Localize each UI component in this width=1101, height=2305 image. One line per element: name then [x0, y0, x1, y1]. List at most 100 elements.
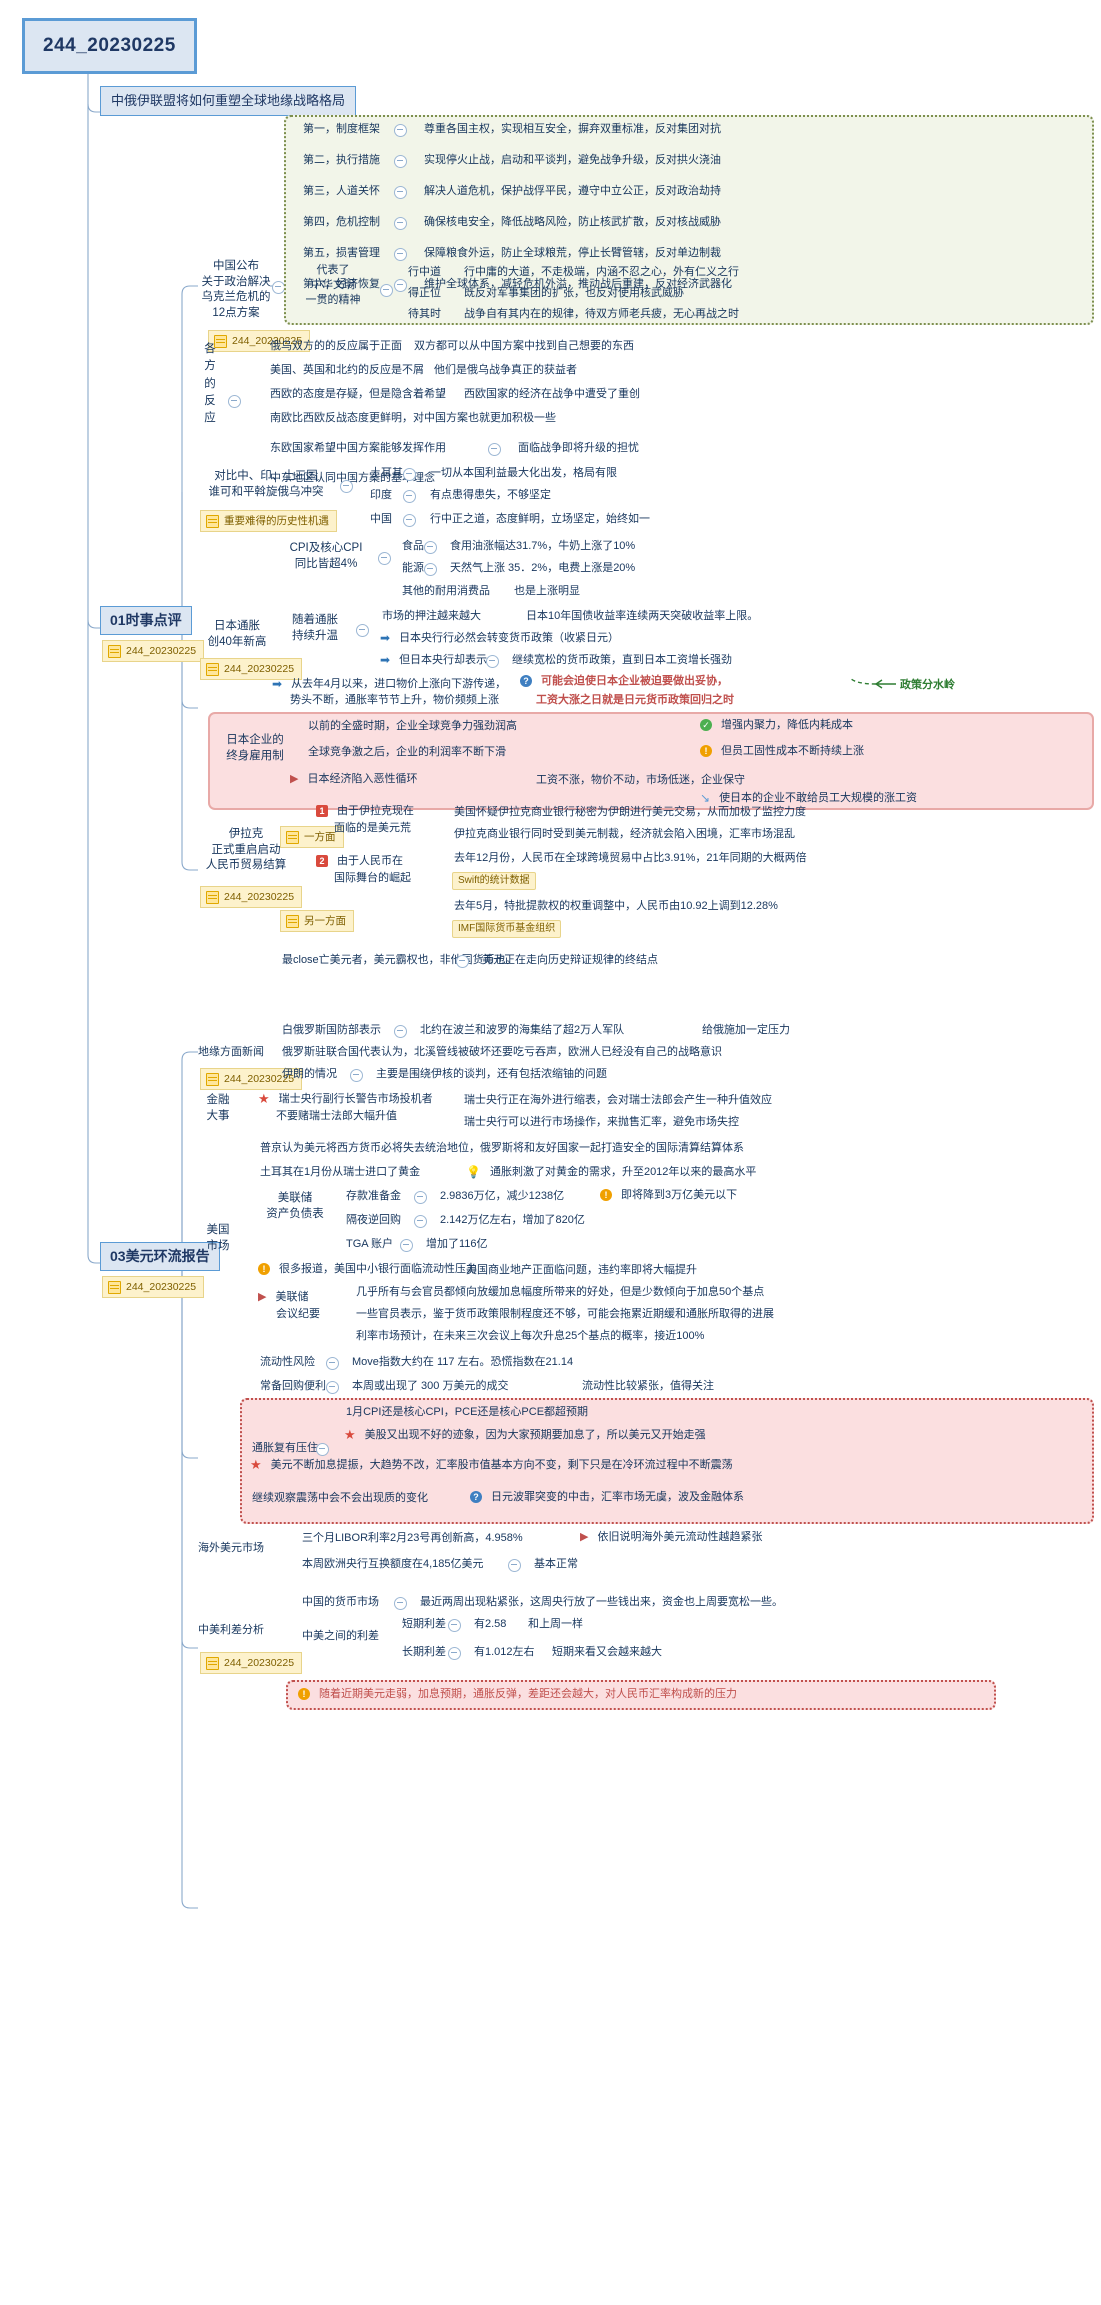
long-spread-label[interactable]: 长期利差 — [402, 1646, 446, 1658]
collapse-toggle[interactable] — [424, 541, 437, 554]
long-spread-detail2[interactable]: 短期来看又会越来越大 — [552, 1646, 662, 1658]
topic-usd-report[interactable]: 03美元环流报告 — [100, 1242, 220, 1271]
plan-point-3-detail[interactable]: 解决人道危机，保护战俘平民，遵守中立公正，反对政治劫持 — [424, 185, 721, 197]
collapse-toggle[interactable] — [356, 624, 369, 637]
fed-bs-item-1-label[interactable]: 存款准备金 — [346, 1190, 401, 1202]
note-01[interactable]: 244_20230225 — [102, 640, 205, 663]
lifetime-item-2-label[interactable]: 全球竞争激之后，企业的利润率不断下滑 — [308, 746, 506, 758]
collapse-toggle[interactable] — [403, 490, 416, 503]
note-japan[interactable]: 244_20230225 — [200, 658, 303, 681]
note-compare[interactable]: 重要难得的历史性机遇 — [200, 510, 337, 533]
collapse-toggle[interactable] — [394, 279, 407, 292]
geo-item-1-detail2[interactable]: 给俄施加一定压力 — [702, 1024, 790, 1036]
reaction-1-detail[interactable]: 双方都可以从中国方案中找到自己想要的东西 — [414, 340, 634, 352]
geo-title[interactable]: 地缘方面新闻 — [198, 1046, 264, 1058]
spirit-item-2-detail[interactable]: 既反对军事集团的扩张，也反对使用核武威胁 — [464, 287, 684, 299]
fed-bs-item-3-detail[interactable]: 增加了116亿 — [426, 1238, 488, 1250]
warm-item-1-detail[interactable]: 日本10年国债收益率连续两天突破收益率上限。 — [526, 610, 759, 622]
finance-item-1-label[interactable]: ★ 瑞士央行副行长警告市场投机者 — [258, 1091, 433, 1107]
reaction-6-label[interactable]: 中东地区认同中国方案的基本理念 — [270, 472, 435, 484]
inflation-item-2[interactable]: ★ 美股又出现不好的迹象，因为大家预期要加息了，所以美元又开始走强 — [344, 1427, 706, 1443]
root-node[interactable]: 244_20230225 — [22, 18, 197, 74]
plan-point-6-label[interactable]: 第六，经济恢复 — [303, 278, 380, 290]
plan-point-5-detail[interactable]: 保障粮食外运，防止全球粮荒，停止长臂管辖，反对单边制裁 — [424, 247, 721, 259]
fed-bs-item-2-label[interactable]: 隔夜逆回购 — [346, 1214, 401, 1226]
collapse-toggle[interactable] — [456, 955, 469, 968]
cpi-energy-detail[interactable]: 天然气上涨 35．2%，电费上涨是20% — [450, 562, 636, 574]
us-market-item-1-detail[interactable]: 美国商业地产正面临问题，违约率即将大幅提升 — [466, 1264, 697, 1276]
collapse-toggle[interactable] — [380, 284, 393, 297]
collapse-toggle[interactable] — [394, 155, 407, 168]
spirit-item-2-label[interactable]: 得正位 — [408, 287, 441, 299]
short-spread-label[interactable]: 短期利差 — [402, 1618, 446, 1630]
collapse-toggle[interactable] — [488, 443, 501, 456]
us-market-item-1-label[interactable]: ! 很多报道，美国中小银行面临流动性压力 — [258, 1262, 477, 1277]
spirit-item-3-detail[interactable]: 战争自有其内在的规律，待双方师老兵疲，无心再战之时 — [464, 308, 739, 320]
collapse-toggle[interactable] — [424, 563, 437, 576]
collapse-toggle[interactable] — [326, 1357, 339, 1370]
collapse-toggle[interactable] — [394, 217, 407, 230]
reaction-2-detail[interactable]: 他们是俄乌战争真正的获益者 — [434, 364, 577, 376]
cpi-food-detail[interactable]: 食用油涨幅达31.7%，牛奶上涨了10% — [450, 540, 636, 552]
reactions-title[interactable]: 各 方 的 反 应 — [202, 340, 218, 428]
compare-china-detail[interactable]: 行中正之道，态度鲜明，立场坚定，始终如一 — [430, 513, 650, 525]
reaction-3-label[interactable]: 西欧的态度是存疑，但是隐含着希望 — [270, 388, 446, 400]
collapse-toggle[interactable] — [486, 655, 499, 668]
plan-point-2-detail[interactable]: 实现停火止战，启动和平谈判，避免战争升级，反对拱火浇油 — [424, 154, 721, 166]
plan-point-6-detail[interactable]: 维护全球体系，减轻危机外溢，推动战后重建，反对经济武器化 — [424, 278, 732, 290]
collapse-toggle[interactable] — [414, 1215, 427, 1228]
geo-item-3-detail[interactable]: 主要是围绕伊核的谈判，还有包括浓缩铀的问题 — [376, 1068, 607, 1080]
reaction-4-label[interactable]: 南欧比西欧反战态度更鲜明，对中国方案也就更加积极一些 — [270, 412, 556, 424]
geo-item-2-label[interactable]: 俄罗斯驻联合国代表认为，北溪管线被破坏还要吃亏吞声，欧洲人已经没有自己的战略意识 — [282, 1046, 722, 1058]
offshore-item-2-detail[interactable]: 基本正常 — [534, 1558, 578, 1570]
collapse-toggle[interactable] — [448, 1619, 461, 1632]
long-spread-detail[interactable]: 有1.012左右 — [474, 1646, 535, 1658]
finance-title[interactable]: 金融 大事 — [196, 1092, 240, 1125]
finance-item-2-label[interactable]: 普京认为美元将西方货币必将失去统治地位，俄罗斯将和友好国家一起打造安全的国际清算… — [260, 1142, 744, 1154]
topic-current-affairs[interactable]: 01时事点评 — [100, 606, 192, 635]
srf-label[interactable]: 常备回购便利 — [260, 1380, 326, 1392]
finance-item-3-detail[interactable]: 💡 通胀刺激了对黄金的需求，升至2012年以来的最高水平 — [466, 1165, 757, 1179]
compare-turkey-label[interactable]: 土耳其 — [370, 467, 403, 479]
iraq-side-b-item-2-tag[interactable]: IMF国际货币基金组织 — [452, 920, 562, 938]
srf-detail[interactable]: 本周或出现了 300 万美元的成交 — [352, 1380, 509, 1392]
cpi-title[interactable]: CPI及核心CPI 同比皆超4% — [276, 540, 376, 573]
reaction-3-detail[interactable]: 西欧国家的经济在战争中遭受了重创 — [464, 388, 640, 400]
liquidity-risk-label[interactable]: 流动性风险 — [260, 1356, 315, 1368]
collapse-toggle[interactable] — [394, 1025, 407, 1038]
cpi-food-label[interactable]: 食品 — [402, 540, 424, 552]
collapse-toggle[interactable] — [414, 1191, 427, 1204]
compare-turkey-detail[interactable]: 一切从本国利益最大化出发，格局有限 — [430, 467, 617, 479]
inflation-pressure-title[interactable]: 通胀复有压住 — [252, 1442, 318, 1454]
china-plan-title[interactable]: 中国公布 关于政治解决 乌克兰危机的 12点方案 — [196, 258, 276, 322]
finance-item-1-child-1[interactable]: 瑞士央行正在海外进行缩表，会对瑞士法郎会产生一种升值效应 — [464, 1094, 772, 1106]
iraq-side-b-title[interactable]: 2 由于人民币在 — [316, 854, 403, 869]
iraq-side-b-item-1-detail[interactable]: 去年12月份，人民币在全球跨境贸易中占比3.91%，21年同期的大概两倍 — [454, 852, 807, 864]
note-china-plan[interactable]: 244_20230225 — [208, 330, 311, 353]
inflation-item-4-detail[interactable]: ? 日元波罪突变的中击，汇率市场无虞，波及金融体系 — [470, 1490, 744, 1505]
fed-bs-item-2-detail[interactable]: 2.142万亿左右，增加了820亿 — [440, 1214, 585, 1226]
collapse-toggle[interactable] — [400, 1239, 413, 1252]
iraq-side-b-label-note[interactable]: 另一方面 — [280, 910, 354, 933]
highlight-line2[interactable]: 工资大涨之日就是日元货币政策回归之时 — [536, 694, 734, 706]
collapse-toggle[interactable] — [350, 1069, 363, 1082]
warm-item-3-detail[interactable]: 继续宽松的货币政策，直到日本工资增长强劲 — [512, 654, 732, 666]
since-april-line2[interactable]: 势头不断，通胀率节节上升，物价频频上涨 — [290, 694, 499, 706]
iraq-side-a-title-line2[interactable]: 面临的是美元荒 — [334, 822, 411, 834]
finance-item-1-label-line2[interactable]: 不要赌瑞士法郎大幅升值 — [276, 1110, 397, 1122]
inflation-item-1[interactable]: 1月CPI还是核心CPI，PCE还是核心PCE都超预期 — [346, 1406, 589, 1418]
collapse-toggle[interactable] — [378, 552, 391, 565]
reaction-5-label[interactable]: 东欧国家希望中国方案能够发挥作用 — [270, 442, 446, 454]
fed-bs-item-1-detail2[interactable]: ! 即将降到3万亿美元以下 — [600, 1188, 737, 1203]
collapse-toggle[interactable] — [394, 186, 407, 199]
lifetime-item-3-label[interactable]: ▶ 日本经济陷入恶性循环 — [290, 773, 418, 785]
note-03[interactable]: 244_20230225 — [102, 1276, 205, 1299]
spirit-item-3-label[interactable]: 待其时 — [408, 308, 441, 320]
offshore-item-1-label[interactable]: 三个月LIBOR利率2月23号再创新高，4.958% — [302, 1532, 523, 1544]
collapse-toggle[interactable] — [508, 1559, 521, 1572]
geo-item-3-label[interactable]: 伊朗的情况 — [282, 1068, 337, 1080]
fed-bs-item-1-detail[interactable]: 2.9836万亿，减少1238亿 — [440, 1190, 565, 1202]
iraq-side-a-title[interactable]: 1 由于伊拉克现在 — [316, 804, 414, 819]
offshore-item-2-label[interactable]: 本周欧洲央行互换额度在4,185亿美元 — [302, 1558, 484, 1570]
fomc-child-1[interactable]: 几乎所有与会官员都倾向放缓加息幅度所带来的好处，但是少数倾向于加息50个基点 — [356, 1286, 765, 1298]
